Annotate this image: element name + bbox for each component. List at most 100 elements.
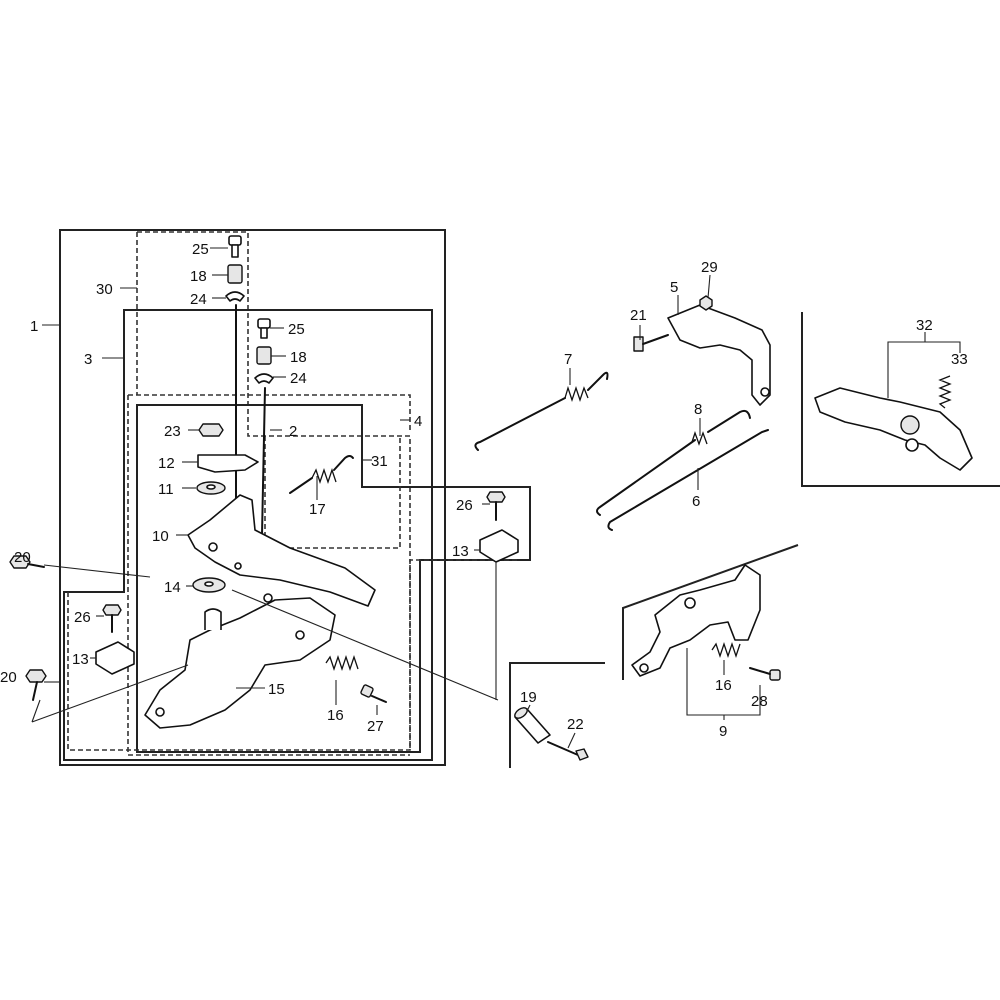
part-27-bolt-head xyxy=(360,684,374,698)
callout-24a: 24 xyxy=(190,291,207,308)
part-10-control-lever xyxy=(187,494,376,607)
part-15-hole-b xyxy=(155,707,165,717)
callout-5: 5 xyxy=(670,279,678,296)
callout-23: 23 xyxy=(164,423,181,440)
part-15-hole-a xyxy=(295,630,305,640)
leader-22 xyxy=(567,732,576,749)
part-8-wire-left xyxy=(596,439,696,516)
part-8-spring-coils xyxy=(691,431,708,446)
callout-20a: 20 xyxy=(14,549,31,566)
part-32-lever-assembly xyxy=(814,387,973,471)
callout-13b: 13 xyxy=(452,543,469,560)
part-8-wire-right xyxy=(707,409,751,433)
detail-32-assembly xyxy=(814,375,973,471)
part-18-collar-b xyxy=(256,346,272,365)
spring-17-coils xyxy=(311,467,337,485)
leader-13b-to-19 xyxy=(231,562,499,701)
callout-3: 3 xyxy=(84,351,92,368)
part-22-screw-shank xyxy=(547,741,579,756)
control-rod-b xyxy=(261,387,266,536)
detail-5-bracket xyxy=(633,295,771,406)
part-5-control-bracket xyxy=(667,304,771,406)
part-19-sleeve-end xyxy=(514,707,528,719)
callout-26a: 26 xyxy=(74,609,91,626)
part-33-spring xyxy=(938,375,952,409)
callout-31: 31 xyxy=(371,453,388,470)
callout-16a: 16 xyxy=(327,707,344,724)
part-5-hole xyxy=(760,387,770,397)
part-22-screw-head xyxy=(575,748,589,761)
part-21-screw-head xyxy=(633,336,644,352)
part-25-bolt-shank-b xyxy=(260,327,268,339)
detail-19-22-parts xyxy=(514,707,589,761)
callout-4: 4 xyxy=(414,413,422,430)
callout-14: 14 xyxy=(164,579,181,596)
assembly-13-outline xyxy=(67,559,520,751)
part-24-clip-b xyxy=(254,373,274,384)
callout-32: 32 xyxy=(916,317,933,334)
callout-6: 6 xyxy=(692,493,700,510)
callout-30: 30 xyxy=(96,281,113,298)
part-27-bolt-shank xyxy=(371,695,387,703)
callout-19: 19 xyxy=(520,689,537,706)
callout-10: 10 xyxy=(152,528,169,545)
part-20-bolt-shank-b xyxy=(32,681,38,701)
part-32-knob xyxy=(905,438,919,452)
part-26-bolt-head-a xyxy=(102,604,122,616)
part-28-screw-head xyxy=(769,669,781,681)
detail-32-frame xyxy=(801,312,1000,487)
callout-18b: 18 xyxy=(290,349,307,366)
callout-24b: 24 xyxy=(290,370,307,387)
part-25-bolt-head-b xyxy=(257,318,271,329)
assembly-3-outline xyxy=(63,309,433,761)
part-9-hole-a xyxy=(684,597,696,609)
callout-18a: 18 xyxy=(190,268,207,285)
callout-13a: 13 xyxy=(72,651,89,668)
part-15-hole-c xyxy=(263,593,273,603)
part-23-nut xyxy=(198,423,224,437)
leader-19 xyxy=(526,704,531,712)
part-26-bolt-head-b xyxy=(486,491,506,503)
callout-8: 8 xyxy=(694,401,702,418)
callout-33: 33 xyxy=(951,351,968,368)
callout-29: 29 xyxy=(701,259,718,276)
callout-25a: 25 xyxy=(192,241,209,258)
part-9-hole-b xyxy=(639,663,649,673)
part-15-base-bracket xyxy=(144,597,336,729)
part-21-screw-shank xyxy=(642,334,669,345)
part-32-pivot-boss xyxy=(900,415,920,435)
part-14-washer-hole xyxy=(204,581,214,587)
part-7-spring-coils xyxy=(564,385,589,403)
callout-25b: 25 xyxy=(288,321,305,338)
detail-9-governor-assembly xyxy=(631,564,781,681)
fastener-stack-upper xyxy=(225,235,274,536)
part-10-pivot-hole xyxy=(208,542,218,552)
part-9-governor-arm xyxy=(631,564,761,677)
callout-22: 22 xyxy=(567,716,584,733)
callout-1: 1 xyxy=(30,318,38,335)
spring-17-hook-right xyxy=(333,455,354,471)
callout-12: 12 xyxy=(158,455,175,472)
assembly-2-inner-outline xyxy=(264,435,401,549)
part-16-spring-a xyxy=(325,654,359,672)
spring-17-hook-left xyxy=(289,477,313,494)
callout-20b: 20 xyxy=(0,669,17,686)
detail-9-frame xyxy=(622,544,799,680)
callout-26b: 26 xyxy=(456,497,473,514)
group-outlines xyxy=(59,229,1000,768)
callout-labels: 1 2 3 4 5 6 7 8 9 10 11 12 13 13 14 15 1… xyxy=(0,241,968,740)
leader-20a xyxy=(43,564,151,578)
leader-lines xyxy=(31,247,961,749)
lever-pivot-stack xyxy=(144,423,387,729)
part-25-bolt-head-a xyxy=(228,235,242,246)
part-16-spring-b xyxy=(711,641,741,659)
leader-32-bracket xyxy=(887,341,961,398)
detail-19-22-frame xyxy=(509,662,605,768)
callout-15: 15 xyxy=(268,681,285,698)
part-7-wire-right xyxy=(587,371,609,391)
part-13-cable-clamp-b xyxy=(479,529,519,563)
part-20-bolt-head-a xyxy=(9,555,31,569)
part-20-bolt-head-b xyxy=(25,669,47,683)
